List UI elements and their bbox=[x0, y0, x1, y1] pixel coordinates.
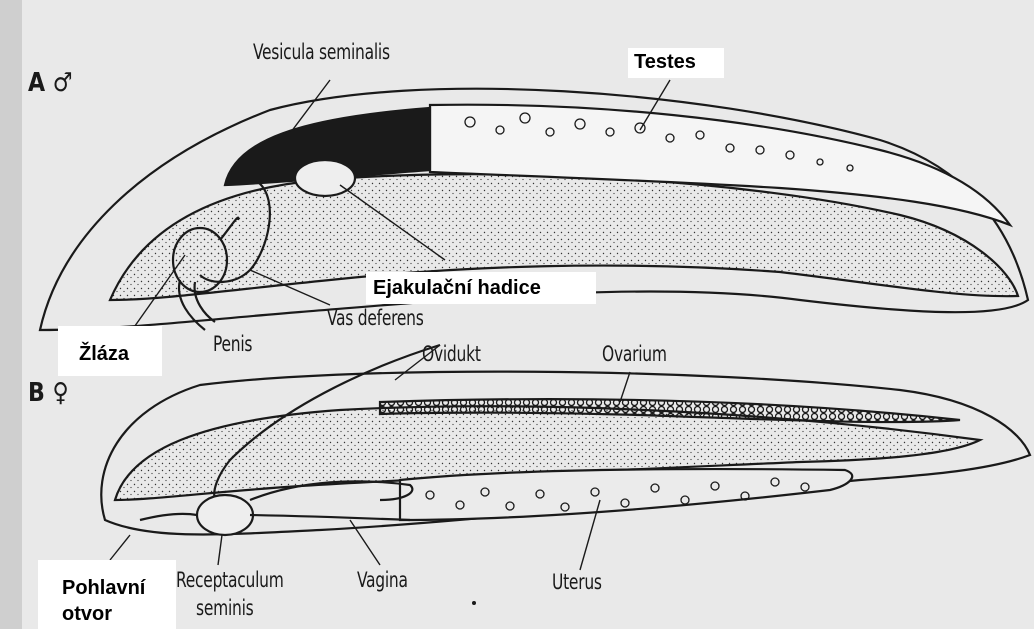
label-vas-deferens: Vas deferens bbox=[327, 306, 424, 330]
label-ejakulacni-hadice: Ejakulační hadice bbox=[373, 277, 541, 300]
label-penis: Penis bbox=[213, 332, 252, 356]
label-testes: Testes bbox=[634, 51, 696, 74]
label-pohlavni-line1: Pohlavní bbox=[62, 577, 145, 600]
label-ovidukt: Ovidukt bbox=[422, 342, 481, 366]
panel-a-marker: A ♂ bbox=[28, 68, 73, 98]
ejaculatory-duct-organ bbox=[295, 160, 355, 196]
receptaculum-organ bbox=[197, 495, 253, 535]
label-zlaza: Žláza bbox=[79, 343, 129, 366]
label-receptaculum-line2: seminis bbox=[196, 596, 253, 620]
label-receptaculum-line1: Receptaculum bbox=[176, 568, 284, 592]
stray-dot bbox=[472, 601, 476, 605]
female-symbol-icon: ♀ bbox=[53, 378, 69, 408]
leader-receptaculum bbox=[218, 535, 222, 565]
page-edge-shadow bbox=[0, 0, 22, 629]
label-vesicula-seminalis: Vesicula seminalis bbox=[253, 40, 390, 64]
panel-a-letter: A bbox=[28, 68, 45, 98]
male-symbol-icon: ♂ bbox=[53, 68, 73, 98]
label-vagina: Vagina bbox=[357, 568, 408, 592]
panel-b-letter: B bbox=[28, 378, 45, 408]
uterus-organ bbox=[400, 469, 852, 520]
label-pohlavni-line2: otvor bbox=[62, 603, 112, 626]
label-ovarium: Ovarium bbox=[602, 342, 667, 366]
leader-ovarium bbox=[620, 372, 630, 402]
leader-otvor bbox=[110, 535, 130, 560]
genital-opening bbox=[140, 514, 197, 520]
label-uterus: Uterus bbox=[552, 570, 602, 594]
panel-b-marker: B ♀ bbox=[28, 378, 69, 408]
female-worm bbox=[101, 345, 1030, 570]
vagina-duct bbox=[250, 515, 410, 520]
